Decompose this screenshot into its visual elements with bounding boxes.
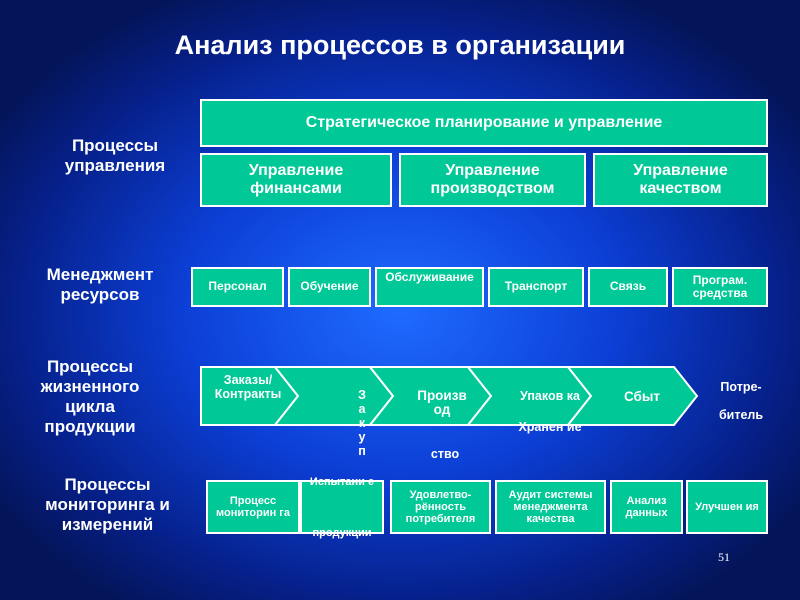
text-consumer: Потре- битель [718, 380, 764, 422]
box-finance: Управление финансами [200, 153, 392, 207]
text-packing: Упаков ка [520, 389, 580, 403]
box-resource: Програм. средства [672, 267, 768, 307]
chevron-sales [565, 366, 699, 426]
page-number: 51 [718, 550, 730, 564]
slide-title: Анализ процессов в организации [174, 30, 626, 60]
box-resource: Обучение [288, 267, 371, 307]
box-quality: Управление качеством [593, 153, 768, 207]
text-purchase: З а к у п [358, 388, 366, 458]
box-resource: Связь [588, 267, 668, 307]
label-monitoring: Процессы мониторинга и измерений [45, 475, 170, 534]
label-resources: Менеджмент ресурсов [46, 265, 154, 304]
text-orders: Заказы/ Контракты [214, 373, 282, 401]
text-production-cont: ство [430, 447, 460, 461]
box-monitoring: Аудит системы менеджмента качества [495, 480, 606, 534]
box-monitoring: Испытани е [300, 476, 384, 534]
text-product: продукции [312, 527, 372, 539]
box-strategic: Стратегическое планирование и управление [200, 99, 768, 147]
label-lifecycle: Процессы жизненного цикла продукции [40, 357, 140, 436]
label-management: Процессы управления [64, 136, 166, 175]
box-resource: Обслуживание [375, 267, 484, 307]
box-resource: Транспорт [488, 267, 584, 307]
box-monitoring-text: Испытани е [309, 476, 375, 488]
box-monitoring: Улучшен ия [686, 480, 768, 534]
box-monitoring: Процесс мониторин га [206, 480, 300, 534]
box-production: Управление производством [399, 153, 586, 207]
box-resource: Персонал [191, 267, 284, 307]
box-monitoring: Удовлетво- рённость потребителя [390, 480, 491, 534]
box-monitoring: Анализ данных [610, 480, 683, 534]
text-production: Произв од [417, 388, 467, 417]
text-storage: Хранен ие [518, 420, 582, 434]
text-sales: Сбыт [623, 389, 661, 404]
